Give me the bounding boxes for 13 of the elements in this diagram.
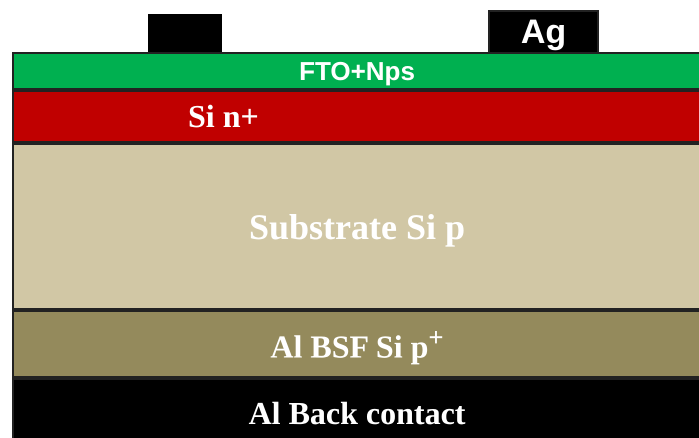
layer-band [12, 310, 699, 378]
layer-band [12, 143, 699, 310]
layer-label: Ag [520, 12, 566, 52]
layer-label: Si n+ [188, 98, 259, 135]
layer-band [12, 378, 699, 438]
layer-label: Al BSF Si p$^{+}$ [270, 322, 444, 366]
layer-band [12, 52, 699, 90]
metal-contact [148, 14, 222, 54]
layer-label: Al Back contact [248, 394, 466, 432]
layer-label: FTO+Nps [299, 56, 415, 86]
layer-label: Substrate Si p [248, 206, 466, 248]
metal-contact [488, 10, 599, 54]
layer-band [12, 90, 699, 143]
